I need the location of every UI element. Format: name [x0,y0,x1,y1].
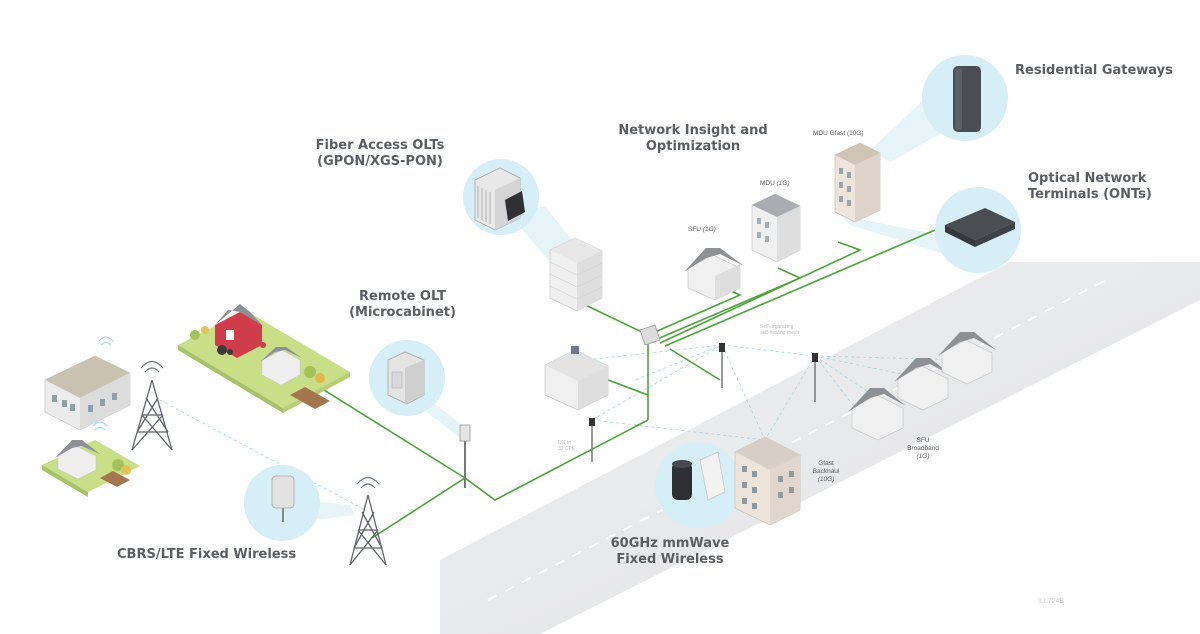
insight-line1: Network Insight and [618,123,768,138]
mesh-1: Self-organizing [760,324,794,330]
mansion [44,355,131,431]
mdu-name: MDU [760,180,775,187]
sfu-broadband-3: (1G) [916,453,930,460]
mdu-gfast-building [834,142,881,223]
mmwave-poles [589,343,818,462]
gfast-apartment [734,436,801,526]
olt-chassis-device [474,167,525,231]
gfast-backhaul-label: Gfast Backhaul (10G) [806,460,846,484]
sfu-house [684,248,744,301]
residential-gateway-device [953,66,981,132]
sfu-broadband-2: Broadband [907,445,939,452]
wifi-signals [92,336,114,431]
remote-olt-label: Remote OLT (Microcabinet) [340,289,465,321]
sfu-broadband-houses [848,332,996,441]
cbrs-label: CBRS/LTE Fixed Wireless [117,547,297,562]
ont-line1: Optical Network [1028,171,1147,186]
farm [178,304,350,413]
gfast-backhaul-2: Backhaul [812,468,840,475]
fiber-lines [299,229,936,539]
mmwave-line1: 60GHz mmWave [610,536,730,551]
residential-gateways-label: Residential Gateways [1015,63,1173,78]
mmwave-line2: Fixed Wireless [616,552,724,567]
low-office [544,346,609,411]
microcabinet-device [387,351,425,405]
sfu-broadband-1: SFU [916,437,930,444]
fiber-olts-label: Fiber Access OLTs (GPON/XGS-PON) [300,138,460,170]
office-tower [549,237,603,312]
cell-tower-center [349,476,387,566]
dn-1: DN to [558,440,571,446]
dn-label: DN to 32 CPE [558,440,575,452]
sfu-label: SFU (1G) [688,226,716,234]
remote-olt-pole [459,424,471,488]
sfu-broadband-label: SFU Broadband (1G) [898,437,948,461]
illustration-id: ILL724B [1038,598,1065,605]
gfast-backhaul-3: (10G) [817,476,835,483]
sfu-name: SFU [688,226,701,233]
sfu-speed: (1G) [702,226,716,233]
road [440,262,1200,634]
mesh-2: self-healing mesh [760,330,800,336]
mmwave-label: 60GHz mmWave Fixed Wireless [610,536,730,568]
remote-olt-line1: Remote OLT [359,289,446,304]
cell-tower-left [131,360,173,451]
mdu-building [751,193,801,263]
ont-line2: Terminals (ONTs) [1028,187,1152,202]
ont-label: Optical Network Terminals (ONTs) [1028,171,1152,203]
remote-olt-line2: (Microcabinet) [349,305,456,320]
mdu-gfast-label: MDU Gfast (10G) [813,130,864,137]
mesh-label: Self-organizing self-healing mesh [760,324,799,336]
ont-device [945,208,1015,247]
fiber-splitter [639,324,661,346]
dn-2: 32 CPE [558,446,576,452]
mdu-speed: (1G) [776,180,790,187]
gfast-backhaul-1: Gfast [818,460,834,467]
insight-label: Network Insight and Optimization [608,123,778,155]
fiber-olts-line1: Fiber Access OLTs [315,138,445,153]
mdu-label: MDU (1G) [760,180,790,188]
mmwave-devices [672,451,726,501]
fiber-olts-line2: (GPON/XGS-PON) [317,154,443,169]
insight-line2: Optimization [645,139,741,154]
wireless-links [159,344,966,511]
left-house [42,440,140,497]
cbrs-device [271,475,295,522]
